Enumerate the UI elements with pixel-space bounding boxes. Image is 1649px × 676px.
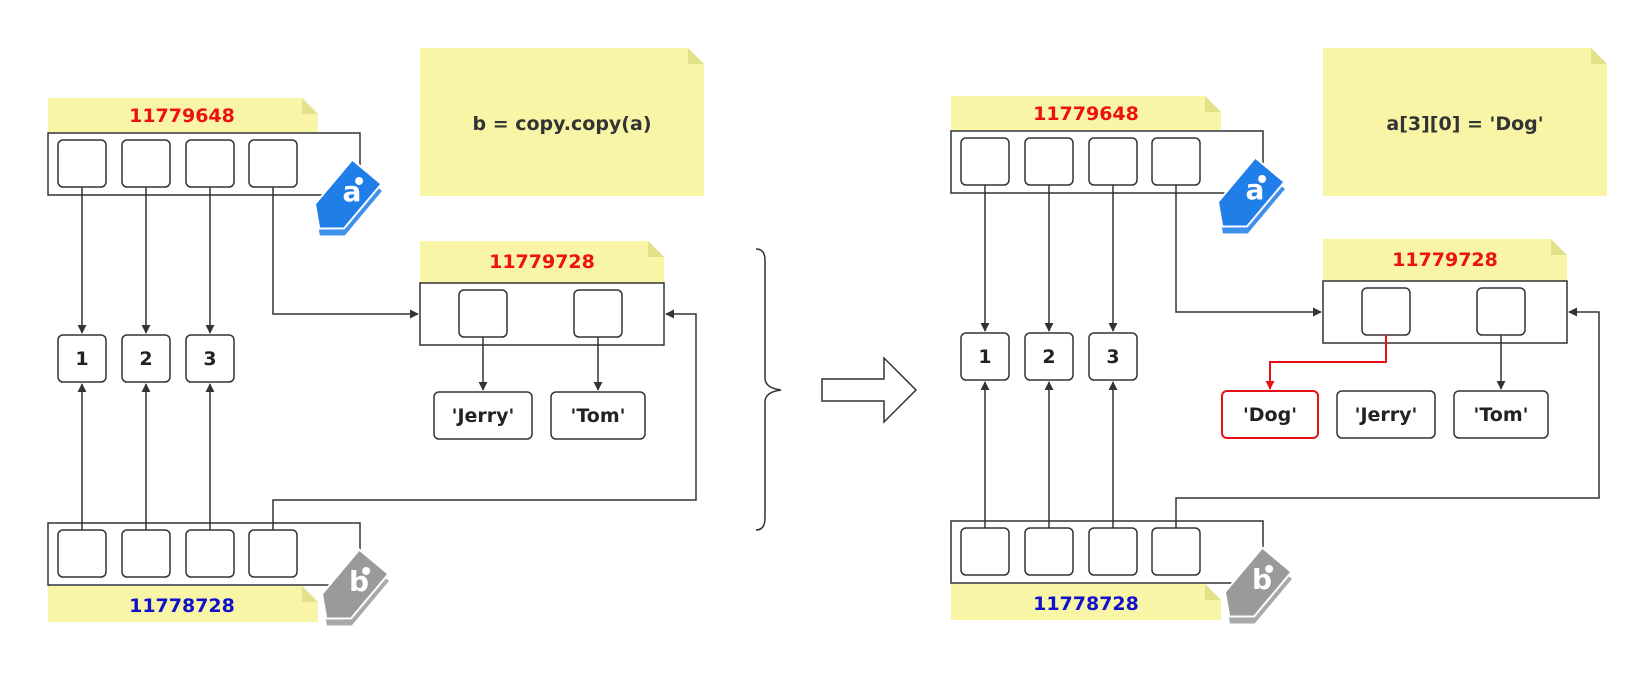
list-a-cell — [121, 139, 171, 188]
list-b-cell — [121, 529, 171, 578]
inner-list-cell — [458, 289, 508, 338]
transition-arrow-icon — [821, 356, 918, 424]
a-address-label: 11779648 — [129, 105, 235, 127]
tag-a-icon — [1216, 156, 1286, 234]
a-address-note: 11779648 — [48, 98, 318, 132]
list-a — [950, 130, 1264, 194]
list-a-cell — [185, 139, 235, 188]
number-label: 2 — [1042, 346, 1055, 368]
inner-list-cell — [1361, 287, 1411, 336]
number-label: 3 — [1106, 346, 1119, 368]
brace-icon — [755, 248, 782, 531]
string-box: 'Jerry' — [1336, 390, 1436, 439]
list-a-cell — [57, 139, 107, 188]
list-a-cell — [1088, 137, 1138, 186]
inner-address-label: 11779728 — [489, 251, 595, 273]
right-panel: a[3][0] = 'Dog' 11779648 a 1 2 — [950, 48, 1607, 624]
string-box: 'Tom' — [1453, 390, 1549, 439]
number-label: 1 — [75, 348, 88, 370]
tag-b-label: b — [1252, 563, 1272, 596]
list-b-cell — [57, 529, 107, 578]
b-address-label: 11778728 — [129, 595, 235, 617]
a-address-label: 11779648 — [1033, 103, 1139, 125]
number-box: 3 — [1088, 332, 1138, 381]
string-label: 'Jerry' — [1355, 404, 1418, 426]
dog-reference-arrow — [1265, 335, 1387, 390]
string-label: 'Jerry' — [452, 405, 515, 427]
list-b — [47, 522, 361, 586]
inner-address-label: 11779728 — [1392, 249, 1498, 271]
number-label: 2 — [139, 348, 152, 370]
reference-arrows — [980, 185, 1600, 528]
number-box: 3 — [185, 334, 235, 383]
list-b-cell — [1024, 527, 1074, 576]
number-label: 3 — [203, 348, 216, 370]
list-a-cell — [248, 139, 298, 188]
list-a-cell — [960, 137, 1010, 186]
list-b-cell — [185, 529, 235, 578]
string-label: 'Dog' — [1243, 404, 1297, 426]
list-a — [47, 132, 361, 196]
list-b-cell — [1088, 527, 1138, 576]
inner-address-note: 11779728 — [1323, 239, 1567, 281]
code-label: a[3][0] = 'Dog' — [1386, 113, 1543, 135]
code-note: a[3][0] = 'Dog' — [1323, 48, 1607, 196]
list-b-cell — [960, 527, 1010, 576]
tag-b-icon — [1223, 546, 1293, 624]
list-b-cell — [248, 529, 298, 578]
inner-list-cell — [1476, 287, 1526, 336]
string-label: 'Tom' — [1474, 404, 1529, 426]
b-address-note: 11778728 — [48, 586, 318, 622]
reference-arrows — [77, 187, 697, 530]
tag-b-label: b — [349, 565, 369, 598]
inner-list-cell — [573, 289, 623, 338]
string-box: 'Tom' — [550, 391, 646, 440]
tag-a-label: a — [343, 175, 362, 208]
inner-list — [419, 282, 665, 346]
tag-a-label: a — [1246, 173, 1265, 206]
tag-b-icon — [320, 548, 390, 626]
string-box: 'Jerry' — [433, 391, 533, 440]
list-b-cell — [1151, 527, 1201, 576]
code-note: b = copy.copy(a) — [420, 48, 704, 196]
left-panel: b = copy.copy(a) 11779648 a 1 — [47, 48, 704, 626]
number-box: 1 — [960, 332, 1010, 381]
number-box: 2 — [1024, 332, 1074, 381]
string-label: 'Tom' — [571, 405, 626, 427]
tag-a-icon — [313, 158, 383, 236]
a-address-note: 11779648 — [951, 96, 1221, 130]
inner-list — [1322, 280, 1568, 344]
number-box: 2 — [121, 334, 171, 383]
code-label: b = copy.copy(a) — [472, 113, 651, 135]
number-label: 1 — [978, 346, 991, 368]
b-address-label: 11778728 — [1033, 593, 1139, 615]
string-box-highlight: 'Dog' — [1221, 390, 1319, 439]
list-b — [950, 520, 1264, 584]
b-address-note: 11778728 — [951, 584, 1221, 620]
list-a-cell — [1024, 137, 1074, 186]
inner-address-note: 11779728 — [420, 241, 664, 283]
number-box: 1 — [57, 334, 107, 383]
list-a-cell — [1151, 137, 1201, 186]
